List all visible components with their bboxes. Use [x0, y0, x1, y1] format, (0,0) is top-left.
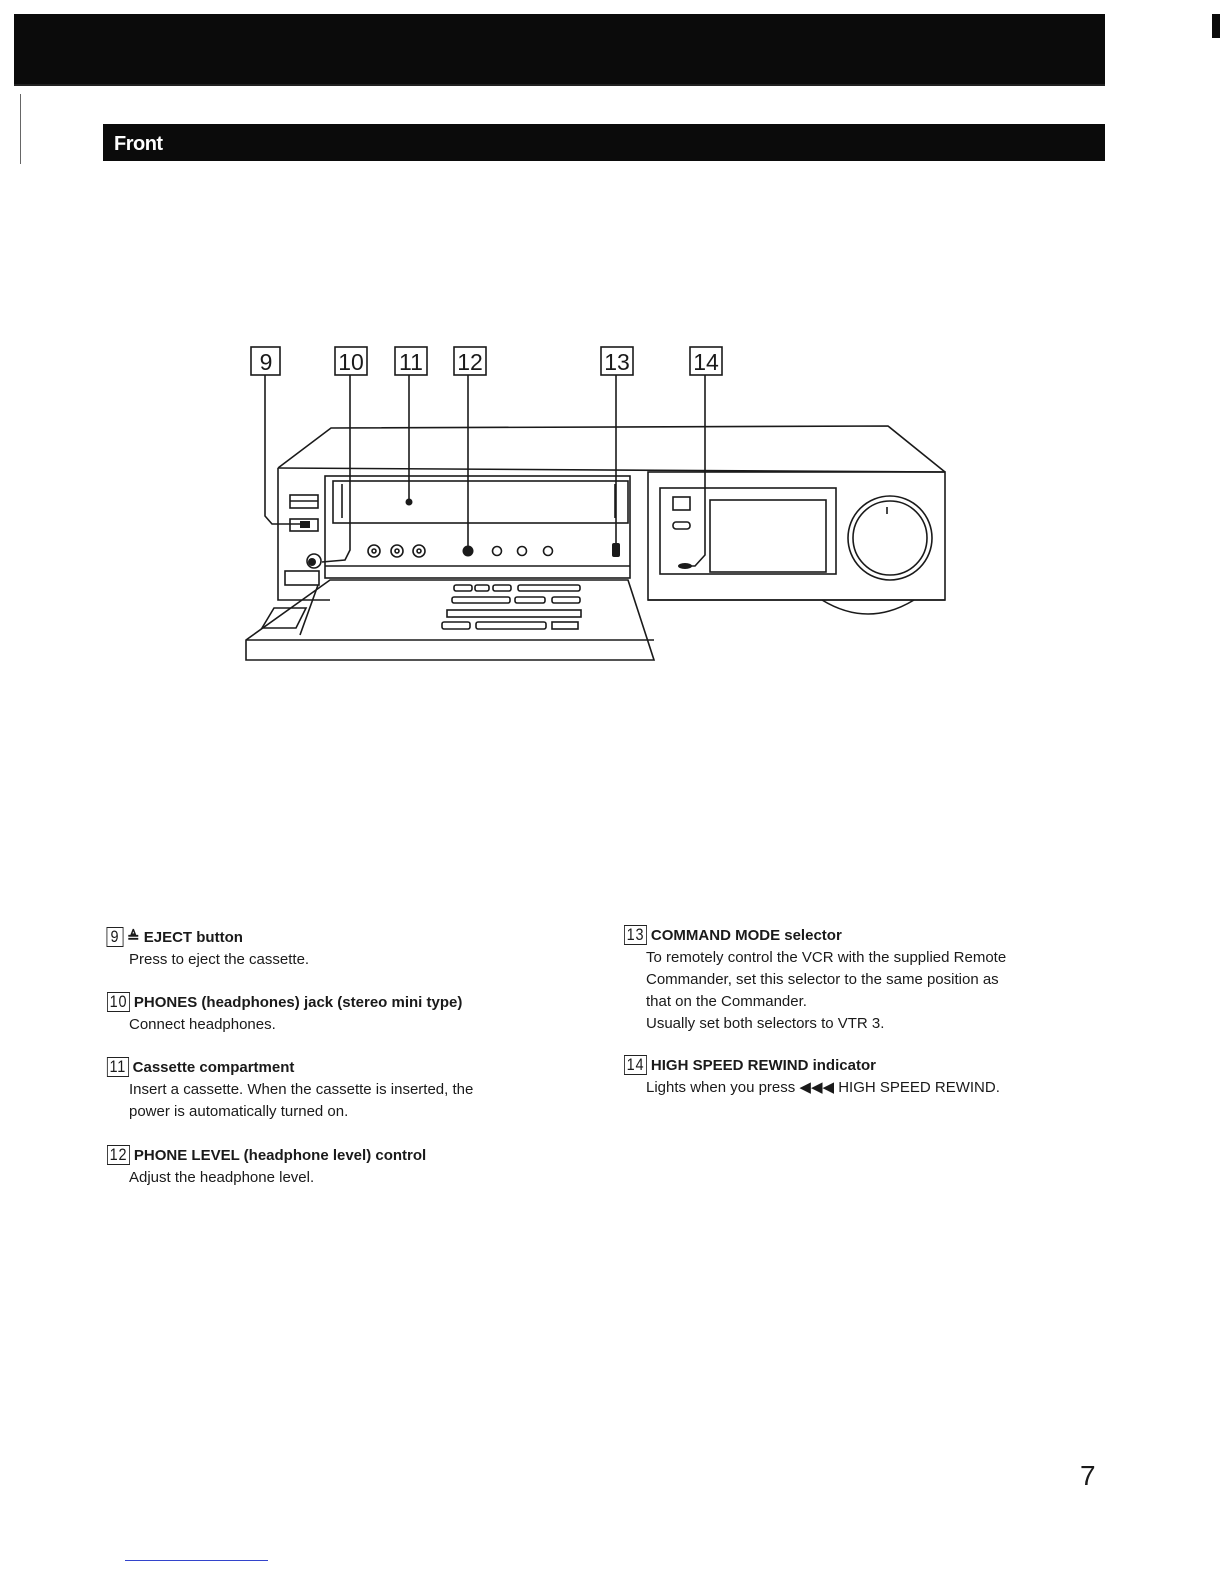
- item-title: PHONE LEVEL (headphone level) control: [133, 1147, 427, 1164]
- item-desc: Adjust the headphone level.: [129, 1169, 315, 1186]
- vcr-front-illustration: 9 10 11 12 13 14: [245, 346, 946, 661]
- item-desc: that on the Commander.: [646, 993, 807, 1010]
- item-number-box: 9: [106, 927, 124, 947]
- item-title: Cassette compartment: [132, 1059, 295, 1076]
- page-number: 7: [1080, 1460, 1096, 1491]
- item-desc: Usually set both selectors to VTR 3.: [646, 1015, 885, 1032]
- item-number-box: 11: [106, 1057, 129, 1077]
- item-number-box: 13: [624, 925, 647, 945]
- item-eject: 9≜ EJECT button Press to eject the casse…: [105, 927, 309, 971]
- section-title: Front: [114, 133, 163, 155]
- header-rule: [14, 84, 1105, 94]
- item-desc: Connect headphones.: [129, 1016, 276, 1033]
- item-desc: Insert a cassette. When the cassette is …: [129, 1081, 474, 1098]
- label-box-13: [600, 346, 634, 376]
- margin-line: [20, 94, 21, 164]
- item-number-box: 12: [107, 1145, 130, 1165]
- label-box-11: [394, 346, 428, 376]
- item-title: COMMAND MODE selector: [650, 927, 842, 944]
- label-box-14: [689, 346, 723, 376]
- label-9: 9: [260, 349, 273, 375]
- item-desc: power is automatically turned on.: [129, 1103, 349, 1120]
- item-title: HIGH SPEED REWIND indicator: [650, 1057, 876, 1074]
- edge-tab-mark: [1212, 14, 1220, 38]
- top-header-bar: [14, 14, 1105, 84]
- item-desc: To remotely control the VCR with the sup…: [646, 949, 1007, 966]
- label-box-10: [334, 346, 368, 376]
- item-desc: Lights when you press ◀◀◀ HIGH SPEED REW…: [646, 1079, 1000, 1096]
- label-14: 14: [693, 349, 719, 375]
- item-desc: Press to eject the cassette.: [129, 951, 310, 968]
- label-13: 13: [604, 349, 630, 375]
- label-12: 12: [457, 349, 483, 375]
- item-number-box: 14: [624, 1055, 647, 1075]
- label-10: 10: [338, 349, 364, 375]
- item-title: ≜ EJECT button: [127, 929, 243, 946]
- section-header-bar: [103, 124, 1105, 161]
- item-title: PHONES (headphones) jack (stereo mini ty…: [133, 994, 463, 1011]
- label-box-12: [453, 346, 487, 376]
- item-number-box: 10: [107, 992, 130, 1012]
- label-11: 11: [399, 349, 423, 375]
- footer-link-line: [125, 1560, 268, 1561]
- item-desc: Commander, set this selector to the same…: [646, 971, 999, 988]
